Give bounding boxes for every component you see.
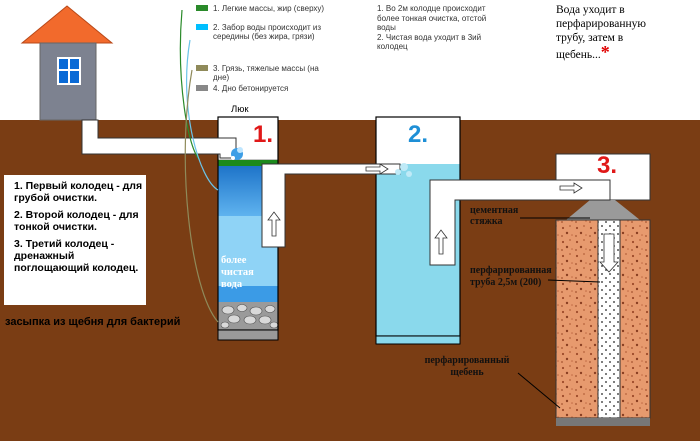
splash-icon (231, 147, 243, 160)
legend-swatch (196, 24, 208, 30)
cement-label: цементная стяжка (470, 205, 519, 227)
legend-item: 1. Легкие массы, жир (сверху) (196, 4, 326, 13)
list-item: 1. Первый колодец - для грубой очистки. (14, 180, 143, 204)
asterisk: * (600, 42, 610, 62)
well-number: 1. (253, 121, 274, 148)
perforated-pipe-label: перфарированная труба 2,5м (200) (470, 265, 552, 288)
note-well-2: 1. Во 2м колодце происходит более тонкая… (377, 4, 487, 51)
legend-item: 3. Грязь, тяжелые массы (на дне) (196, 64, 326, 82)
legend-text: 3. Грязь, тяжелые массы (на дне) (213, 64, 319, 82)
house-icon (20, 5, 114, 121)
legend-text: 4. Дно бетонируется (213, 84, 289, 93)
arrow-up-icon (434, 229, 448, 255)
legend-swatch (196, 85, 208, 91)
well-number: 3. (597, 152, 618, 179)
legend-text: 1. Легкие массы, жир (сверху) (213, 4, 325, 13)
well-number: 2. (408, 121, 429, 148)
hatch-label: Люк (231, 104, 249, 115)
note-top-right: Вода уходит в перфарированную трубу, зат… (556, 3, 676, 62)
arrow-down-icon (599, 233, 619, 273)
well-3 (555, 153, 651, 426)
indicator-lines (179, 9, 601, 409)
gravel-stones (220, 304, 279, 329)
legend-item: 4. Дно бетонируется (196, 84, 326, 93)
perforated-gravel-label: перфарированный щебень (424, 355, 510, 378)
legend-swatch (196, 5, 208, 11)
arrow-right-icon (365, 163, 389, 175)
legend-swatch (196, 65, 208, 71)
list-item: 3. Третий колодец - дренажный поглощающи… (14, 238, 139, 274)
spray-icon (395, 163, 412, 177)
legend-item: 2. Забор воды происходит из середины (бе… (196, 23, 326, 41)
backfill-label: засыпка из щебня для бактерий (5, 316, 181, 328)
legend-text: 2. Забор воды происходит из середины (бе… (213, 23, 321, 41)
flow-arrows (267, 163, 619, 273)
note-top-right-text: Вода уходит в перфарированную трубу, зат… (556, 4, 647, 61)
arrow-up-icon (267, 211, 281, 237)
well-list: 1. Первый колодец - для грубой очистки. … (4, 175, 146, 305)
list-item: 2. Второй колодец - для тонкой очистки. (14, 209, 139, 233)
arrow-right-icon (559, 182, 583, 194)
cleaner-water-label: более чистая вода (221, 255, 254, 290)
